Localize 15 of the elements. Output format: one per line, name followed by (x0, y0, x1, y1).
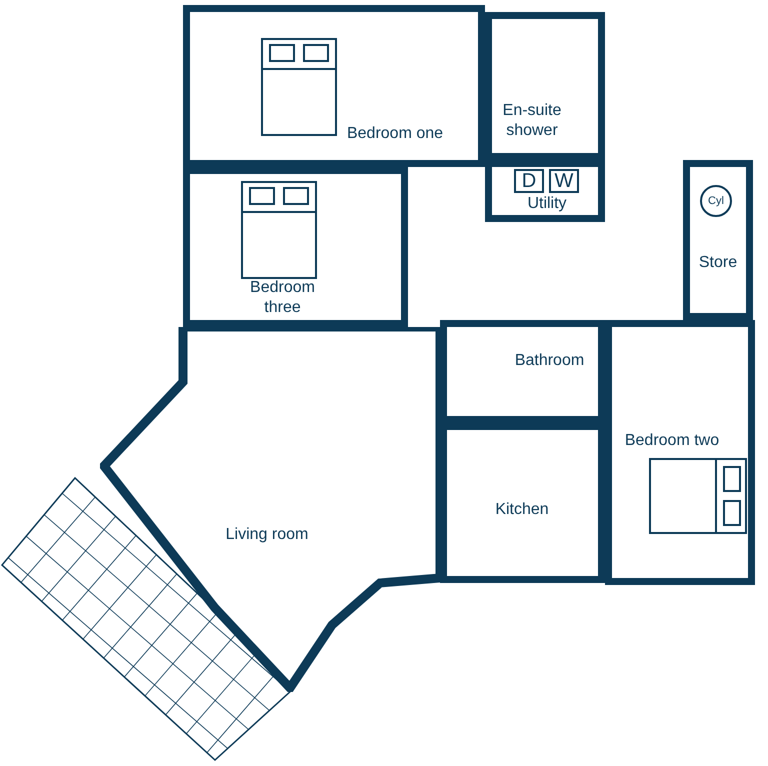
room-label: Bedroom two (624, 431, 720, 451)
room-area (683, 160, 753, 320)
room-label: Bedroom three (249, 278, 316, 318)
room-label: Living room (224, 525, 310, 545)
room-area (605, 320, 755, 585)
room-area (485, 160, 605, 222)
appliance-box: D (514, 169, 544, 193)
room-label: Utility (526, 194, 568, 214)
room-label: Bedroom one (346, 124, 444, 144)
appliance-box: W (549, 169, 579, 193)
room-label: Store (698, 253, 738, 273)
room-label: Kitchen (494, 500, 550, 520)
room-area (100, 327, 440, 692)
room-label: En-suite shower (502, 101, 562, 141)
room-label: Bathroom (514, 351, 586, 371)
